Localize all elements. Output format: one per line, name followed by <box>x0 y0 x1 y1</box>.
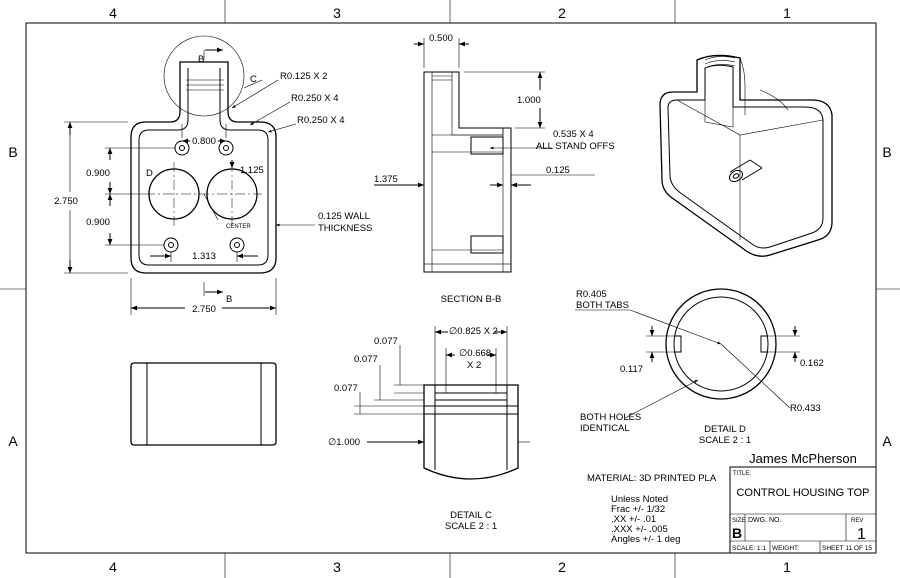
zone-bottom-1: 1 <box>783 559 791 575</box>
dim-1313: 1.313 <box>192 251 216 262</box>
dim-r-tab: R0.125 X 2 <box>280 71 328 82</box>
dim-0077-c: 0.077 <box>334 383 358 394</box>
detail-c-labels: ∅0.825 X 2 ∅0.668 X 2 0.077 0.077 0.077 … <box>328 326 498 532</box>
detail-d <box>575 288 800 419</box>
detail-c-circle <box>163 35 245 117</box>
weight-label: WEIGHT: <box>772 545 799 552</box>
title-block-labels: James McPherson TITLE: CONTROL HOUSING T… <box>732 451 872 552</box>
front-view-labels: C D B B R0.125 X 2 R0.250 X 4 R0.250 X 4… <box>54 54 372 315</box>
zone-right-b: B <box>882 144 891 160</box>
callout-d: D <box>146 168 153 179</box>
author-name: James McPherson <box>749 451 857 466</box>
standoffs-line-1: 0.535 X 4 <box>553 129 594 140</box>
dia-0668: ∅0.668 <box>459 348 491 359</box>
section-b-bottom: B <box>226 294 232 305</box>
section-view <box>374 38 595 273</box>
scale-value: SCALE: 1:1 <box>732 545 766 552</box>
zone-top-3: 3 <box>333 5 341 21</box>
callout-c: C <box>250 74 257 85</box>
dim-0900-top: 0.900 <box>86 168 110 179</box>
standoffs-line-2: ALL STAND OFFS <box>536 141 615 152</box>
detail-d-scale: SCALE 2 : 1 <box>699 435 751 446</box>
front-view <box>64 35 315 315</box>
wall-note-line-1: 0.125 WALL <box>318 211 370 222</box>
zone-top-1: 1 <box>783 5 791 21</box>
dim-0125: 0.125 <box>546 165 570 176</box>
zone-bottom-3: 3 <box>333 559 341 575</box>
dim-2750-vertical: 2.750 <box>54 196 78 207</box>
dim-r-outer: R0.250 X 4 <box>291 93 339 104</box>
dim-r-inner: R0.250 X 4 <box>297 115 345 126</box>
zone-bottom-2: 2 <box>558 559 566 575</box>
dim-2750-horizontal: 2.750 <box>192 304 216 315</box>
zone-top-4: 4 <box>109 5 117 21</box>
dia-1000: ∅1.000 <box>328 437 360 448</box>
side-view <box>130 362 277 446</box>
size-label: SIZE <box>732 518 745 524</box>
zone-left-a: A <box>8 433 18 449</box>
isometric-view <box>659 54 833 257</box>
dim-0117: 0.117 <box>620 364 643 375</box>
dim-0077-b: 0.077 <box>354 354 378 365</box>
tolerance-line-3: .XX +/- .01 <box>611 514 656 525</box>
zone-bottom-4: 4 <box>109 559 117 575</box>
rev-value: 1 <box>857 526 866 543</box>
holes-line-2: IDENTICAL <box>580 423 630 434</box>
section-title: SECTION B-B <box>441 294 502 305</box>
dim-1000: 1.000 <box>517 95 541 106</box>
tolerance-line-5: Angles +/- 1 deg <box>611 534 680 545</box>
zone-left-b: B <box>8 144 17 160</box>
detail-c <box>354 326 530 480</box>
dim-1375: 1.375 <box>374 174 398 185</box>
dim-0900-bottom: 0.900 <box>86 217 110 228</box>
center-label: CENTER <box>226 224 251 230</box>
tolerance-line-2: Frac +/- 1/32 <box>611 504 665 515</box>
dim-0077-a: 0.077 <box>374 336 398 347</box>
r0405-line-1: R0.405 <box>576 289 607 300</box>
zone-labels: 4 3 2 1 4 3 2 1 B A B A <box>8 5 892 575</box>
detail-d-title: DETAIL D <box>704 424 746 435</box>
zone-right-a: A <box>882 433 892 449</box>
dia-0825: ∅0.825 X 2 <box>449 326 498 337</box>
detail-c-title: DETAIL C <box>450 510 492 521</box>
rev-label: REV <box>851 518 863 524</box>
detail-d-labels: R0.405 BOTH TABS 0.117 0.162 R0.433 BOTH… <box>576 289 824 446</box>
tolerance-line-1: Unless Noted <box>611 494 668 505</box>
dim-0162: 0.162 <box>800 358 824 369</box>
zone-top-2: 2 <box>558 5 566 21</box>
title-block <box>729 466 877 554</box>
dim-0800: 0.800 <box>192 136 216 147</box>
material-note: MATERIAL: 3D PRINTED PLA <box>587 473 717 484</box>
r0405-line-2: BOTH TABS <box>576 300 629 311</box>
dwg-no-label: DWG. NO. <box>748 517 781 524</box>
notes: MATERIAL: 3D PRINTED PLA Unless Noted Fr… <box>587 473 717 545</box>
dim-1125: 1.125 <box>240 165 264 176</box>
holes-line-1: BOTH HOLES <box>580 412 641 423</box>
drawing-title: CONTROL HOUSING TOP <box>736 487 869 499</box>
wall-note-line-2: THICKNESS <box>318 223 372 234</box>
title-label: TITLE: <box>733 471 751 477</box>
dim-0500: 0.500 <box>429 33 453 44</box>
section-b-top: B <box>198 54 204 65</box>
size-value: B <box>732 525 742 541</box>
section-view-labels: 0.500 1.000 0.535 X 4 ALL STAND OFFS 1.3… <box>374 33 615 305</box>
dia-0668-x2: X 2 <box>467 360 481 371</box>
sheet-number: SHEET 11 OF 15 <box>822 545 872 552</box>
detail-c-scale: SCALE 2 : 1 <box>445 521 497 532</box>
r0433: R0.433 <box>790 403 821 414</box>
tolerance-line-4: .XXX +/- .005 <box>611 524 668 535</box>
